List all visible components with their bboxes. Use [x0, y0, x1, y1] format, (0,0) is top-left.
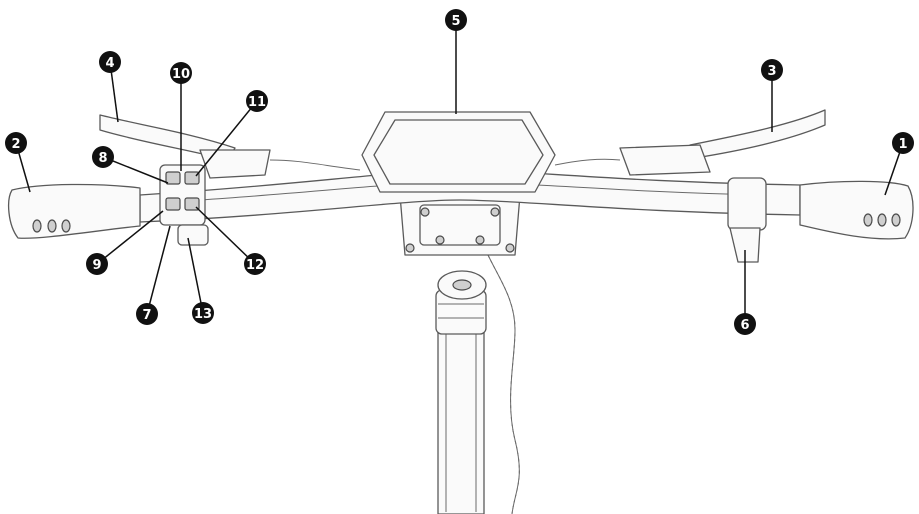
callout-9: 9	[86, 253, 108, 275]
folding-clamp	[435, 270, 487, 335]
control-pod	[159, 164, 209, 246]
callout-6-label: 6	[740, 318, 749, 333]
callout-4: 4	[99, 51, 121, 73]
callout-1: 1	[892, 132, 914, 154]
callout-12-label: 12	[246, 258, 264, 273]
left-brake-lever	[99, 114, 361, 179]
right-brake-lever	[554, 109, 826, 176]
callout-7: 7	[136, 303, 158, 325]
stem-clamp	[399, 194, 521, 256]
callout-1-label: 1	[898, 137, 907, 152]
callout-10: 10	[170, 62, 192, 84]
leader-9	[96, 210, 164, 265]
callout-3: 3	[761, 59, 783, 81]
callout-7-label: 7	[142, 308, 151, 323]
steering-column	[437, 299, 485, 514]
callout-8-label: 8	[98, 151, 107, 166]
callout-4-label: 4	[105, 56, 114, 71]
callout-9-label: 9	[92, 258, 101, 273]
callout-13: 13	[192, 302, 214, 324]
leader-11	[195, 100, 258, 177]
leader-7	[146, 225, 171, 315]
callout-13-label: 13	[194, 307, 212, 322]
leader-8	[102, 156, 169, 184]
callout-2: 2	[5, 132, 27, 154]
callout-5-label: 5	[451, 14, 460, 29]
display-unit	[361, 111, 556, 193]
callout-6: 6	[734, 313, 756, 335]
callout-8: 8	[92, 146, 114, 168]
callout-5: 5	[445, 9, 467, 31]
leader-12	[195, 206, 256, 265]
callout-2-label: 2	[11, 137, 20, 152]
throttle-assembly	[727, 177, 767, 263]
callout-10-label: 10	[172, 67, 190, 82]
right-grip	[799, 180, 914, 240]
callout-3-label: 3	[767, 64, 776, 79]
callout-12: 12	[244, 253, 266, 275]
left-grip	[7, 183, 141, 239]
coiled-cable	[487, 254, 520, 514]
leader-13	[187, 237, 204, 314]
callout-11-label: 11	[248, 95, 266, 110]
callout-11: 11	[246, 90, 268, 112]
